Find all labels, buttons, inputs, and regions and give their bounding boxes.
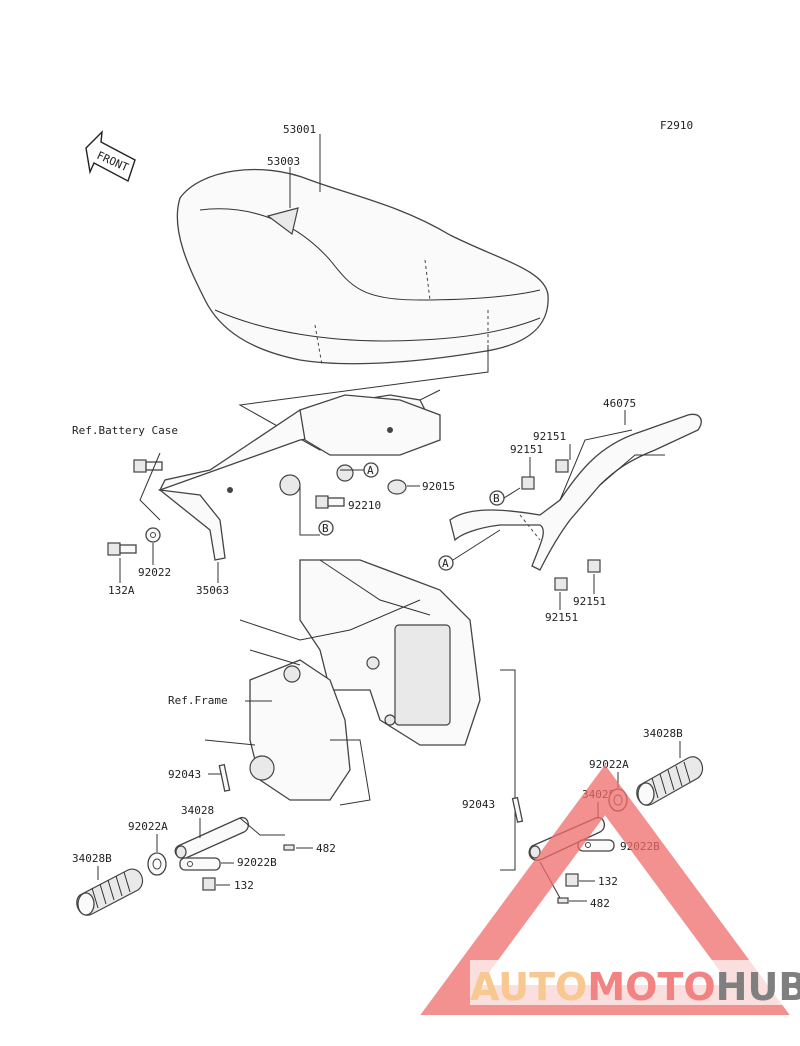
ref-battery-case: Ref.Battery Case xyxy=(72,424,178,437)
front-arrow-icon: FRONT xyxy=(85,130,136,183)
seat xyxy=(176,168,549,366)
label-92151-c: 92151 xyxy=(545,611,578,624)
cotter-482-left xyxy=(283,844,295,851)
spring-92022B-left xyxy=(179,857,221,871)
label-92151-b: 92151 xyxy=(510,443,543,456)
figure-code: F2910 xyxy=(660,119,693,132)
label-92043-right: 92043 xyxy=(462,798,495,811)
bolt-92151-d xyxy=(587,559,601,573)
label-92210: 92210 xyxy=(348,499,381,512)
svg-text:AUTOMOTOHUB: AUTOMOTOHUB xyxy=(470,965,800,1009)
marker-a-right: A xyxy=(438,555,454,571)
label-34028B-right: 34028B xyxy=(643,727,683,740)
washer-92022A-left xyxy=(147,852,167,876)
svg-text:A: A xyxy=(367,464,374,477)
watermark-text-moto: MOTO xyxy=(587,965,715,1009)
bolt-92151-b xyxy=(521,476,535,490)
label-92022A-right: 92022A xyxy=(589,758,629,771)
label-92022B-left: 92022B xyxy=(237,856,277,869)
label-bracket-35063: 35063 xyxy=(196,584,229,597)
watermark-logo: AUTOMOTOHUB xyxy=(420,764,800,1015)
marker-a-left: A xyxy=(363,462,379,478)
cotter-482-right xyxy=(557,897,569,904)
svg-text:B: B xyxy=(322,522,329,535)
label-482-right: 482 xyxy=(590,897,610,910)
footpeg-bracket-left xyxy=(174,816,250,859)
ref-frame: Ref.Frame xyxy=(168,694,228,707)
frame xyxy=(204,559,481,806)
grab-rail xyxy=(449,413,702,571)
pin-92043-right xyxy=(511,796,524,823)
marker-b-left: B xyxy=(318,520,334,536)
label-132-right: 132 xyxy=(598,875,618,888)
label-132-left: 132 xyxy=(234,879,254,892)
washer-92022 xyxy=(145,527,161,543)
label-34028B-left: 34028B xyxy=(72,852,112,865)
seat-cover-patch xyxy=(266,207,299,236)
bolt-battery-case xyxy=(133,459,163,473)
label-92043-left: 92043 xyxy=(168,768,201,781)
bolt-92151-c xyxy=(554,577,568,591)
bolt-92210 xyxy=(315,495,345,509)
footpeg-rubber-right xyxy=(636,756,703,806)
svg-text:B: B xyxy=(493,492,500,505)
label-92151-d: 92151 xyxy=(573,595,606,608)
label-seat-cover: 53003 xyxy=(267,155,300,168)
watermark-text-hub: HUB xyxy=(716,965,800,1009)
label-washer-92022: 92022 xyxy=(138,566,171,579)
label-482-left: 482 xyxy=(316,842,336,855)
label-92022A-left: 92022A xyxy=(128,820,168,833)
seat-bracket xyxy=(157,394,441,561)
grommet-92015 xyxy=(387,479,407,495)
nut-132-right xyxy=(565,873,579,887)
label-92151-a: 92151 xyxy=(533,430,566,443)
label-34028: 34028 xyxy=(181,804,214,817)
label-46075: 46075 xyxy=(603,397,636,410)
marker-b-right: B xyxy=(489,490,505,506)
watermark-text-auto: AUTO xyxy=(470,965,587,1009)
bolt-132A xyxy=(107,542,137,556)
bolt-92151-a xyxy=(555,459,569,473)
label-92015: 92015 xyxy=(422,480,455,493)
pin-92043-left xyxy=(218,763,231,792)
svg-text:A: A xyxy=(442,557,449,570)
footpeg-rubber-left xyxy=(76,868,143,916)
label-seat: 53001 xyxy=(283,123,316,136)
label-132A: 132A xyxy=(108,584,135,597)
nut-132-left xyxy=(202,877,216,891)
